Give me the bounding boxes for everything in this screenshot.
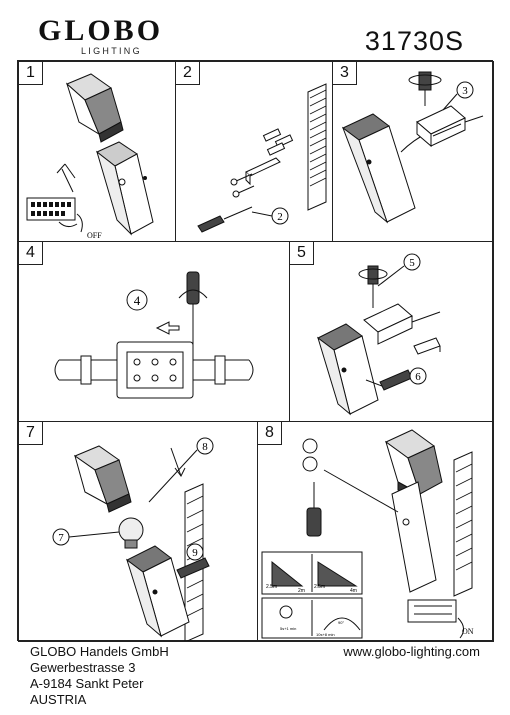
company-website[interactable]: www.globo-lighting.com [343, 644, 480, 659]
sensor-settings-icon [261, 597, 363, 639]
height-left-label: 2.5m [266, 584, 277, 590]
mounting-bracket-icon [245, 157, 281, 186]
company-address: GLOBO Handels GmbH Gewerbestrasse 3 A-91… [30, 644, 169, 708]
callout-2: 2 [277, 211, 283, 223]
light-bulb-icon [118, 517, 144, 549]
company-name: GLOBO Handels GmbH [30, 644, 169, 659]
step-panel-4: 4 [18, 241, 290, 422]
range-right-label: 4m [350, 588, 357, 594]
step-number: 7 [19, 422, 43, 445]
time-right-label: 10s+8 min [316, 632, 335, 637]
brand-tagline: LIGHTING [81, 46, 142, 56]
step-number: 1 [19, 62, 43, 85]
dial-icon [302, 438, 318, 472]
screw-icon [230, 173, 255, 198]
terminal-block-icon [80, 341, 226, 399]
step-panel-5: 5 [289, 241, 494, 422]
switch-off-label: OFF [87, 231, 102, 240]
step-panel-1: 1 OF [18, 61, 176, 242]
circuit-breaker-icon [26, 197, 83, 233]
brand-logo: GLOBO LIGHTING [38, 14, 164, 57]
screw-screwdriver-icon [176, 557, 210, 579]
arrow-down-icon [170, 447, 186, 477]
callout-6: 6 [415, 371, 421, 383]
callout-4: 4 [134, 293, 141, 308]
company-city: A-9184 Sankt Peter [30, 676, 144, 691]
step4-illustration: 4 [54, 271, 254, 399]
screwdriver-icon [178, 271, 208, 354]
brand-name: GLOBO [38, 14, 164, 47]
callout-7: 7 [58, 532, 64, 544]
detection-range-chart [261, 551, 363, 595]
company-street: Gewerbestrasse 3 [30, 660, 136, 675]
screwdriver-icon [197, 206, 253, 233]
angle-label: 90° [338, 620, 344, 625]
range-left-label: 2m [298, 588, 305, 594]
screwdriver-icon [408, 71, 442, 106]
step-panel-7: 7 [18, 421, 258, 642]
step-number: 8 [258, 422, 282, 445]
step2-illustration: 2 [197, 83, 327, 233]
company-country: AUSTRIA [30, 692, 87, 707]
step-number: 4 [19, 242, 43, 265]
step5-illustration: 5 6 [317, 253, 441, 416]
height-right-label: 2.5m [314, 584, 325, 590]
screwdriver-icon [306, 482, 322, 537]
instruction-grid: 1 OF [17, 60, 494, 642]
step7-illustration: 8 7 9 [52, 437, 214, 641]
wall-plug-icon [262, 128, 294, 156]
time-left-label: 5s+1 min [280, 626, 296, 631]
junction-box-icon [416, 105, 466, 148]
step-number: 2 [176, 62, 200, 85]
circuit-breaker-icon [407, 599, 464, 639]
step-panel-2: 2 [175, 61, 333, 242]
callout-5: 5 [409, 257, 415, 269]
step8-illustration: 2.5m 2m 2.5m 4m 5s+1 min 10s+8 min 90° O… [261, 429, 474, 639]
screwdriver-icon [358, 265, 388, 308]
step-panel-3: 3 [332, 61, 494, 242]
arrow-left-icon [155, 321, 180, 335]
switch-on-label: ON [462, 627, 474, 636]
product-number: 31730S [364, 26, 464, 56]
junction-box-icon [363, 303, 413, 345]
step-number: 3 [333, 62, 357, 85]
step-number: 5 [290, 242, 314, 265]
callout-9: 9 [192, 547, 198, 559]
callout-3: 3 [462, 85, 468, 97]
mounting-bracket-icon [413, 337, 441, 355]
callout-8: 8 [202, 441, 208, 453]
step-panel-8: 8 [257, 421, 494, 642]
step3-illustration: 3 [341, 71, 484, 224]
step1-illustration: OFF [26, 73, 154, 240]
